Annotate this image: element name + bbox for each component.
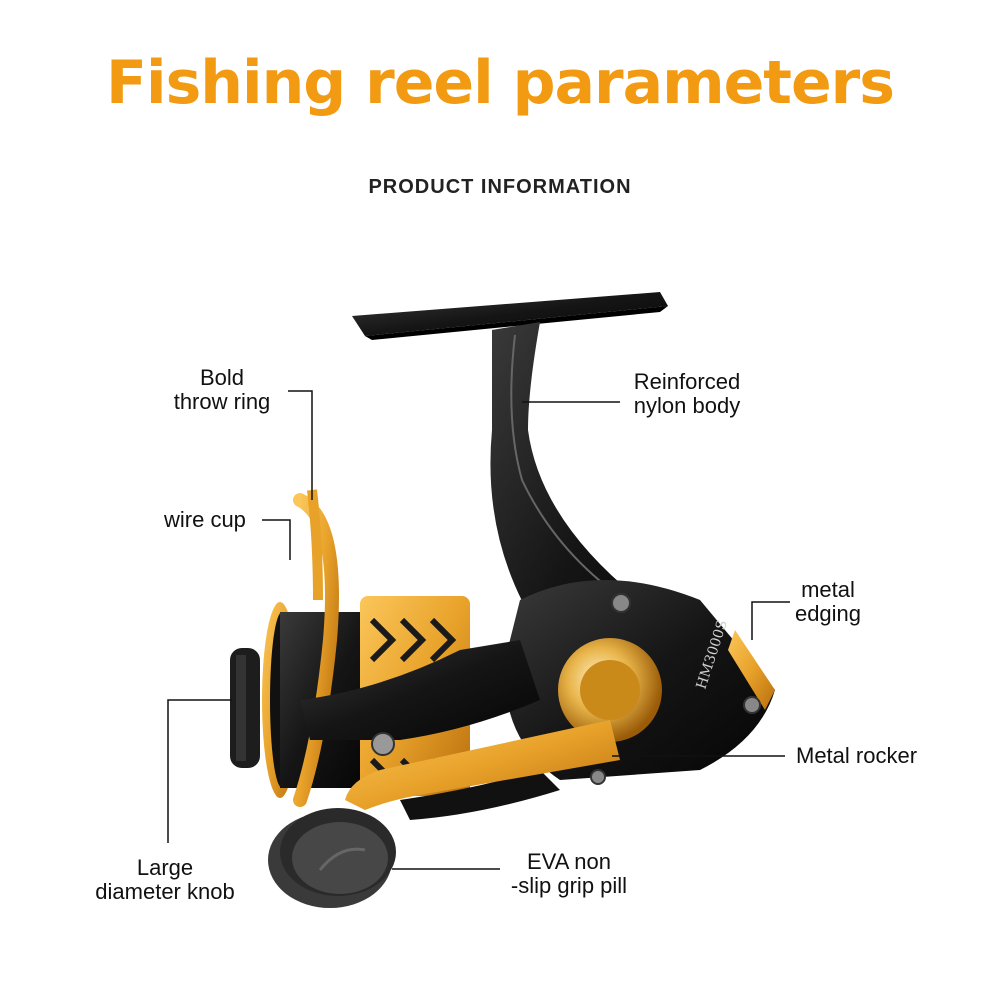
label-metal-edging: metal edging (786, 578, 870, 626)
callout-line-large-knob (167, 699, 232, 843)
label-line: -slip grip pill (510, 873, 628, 898)
label-wire-cup: wire cup (164, 507, 246, 532)
reel-foot (352, 292, 668, 340)
label-line: edging (794, 601, 862, 626)
label-eva-grip: EVA non -slip grip pill (494, 850, 644, 898)
bail-wire (293, 489, 339, 807)
label-line: EVA non (527, 849, 611, 874)
label-line: Bold (199, 365, 245, 390)
label-line: diameter knob (95, 879, 235, 904)
label-line: Reinforced (633, 369, 741, 394)
label-large-knob: Large diameter knob (80, 856, 250, 904)
label-metal-rocker: Metal rocker (796, 743, 918, 768)
rotor (300, 640, 560, 820)
label-line: Large (136, 855, 194, 880)
label-line: metal (801, 577, 855, 602)
metal-edging-strip (728, 630, 775, 710)
eva-grip-knob (268, 808, 396, 908)
callout-lines (167, 390, 790, 870)
callout-line-bold-throw-ring (288, 390, 313, 500)
rear-knob (230, 648, 260, 768)
metal-rocker (345, 638, 662, 810)
callout-line-wire-cup (262, 519, 291, 560)
callout-line-metal-edging (751, 601, 790, 640)
page-title: Fishing reel parameters (106, 48, 895, 118)
section-subtitle: PRODUCT INFORMATION (368, 176, 632, 198)
label-line: throw ring (173, 389, 271, 414)
label-bold-throw-ring: Bold throw ring (162, 366, 282, 414)
label-line: nylon body (633, 393, 741, 418)
label-reinforced-body: Reinforced nylon body (622, 370, 752, 418)
